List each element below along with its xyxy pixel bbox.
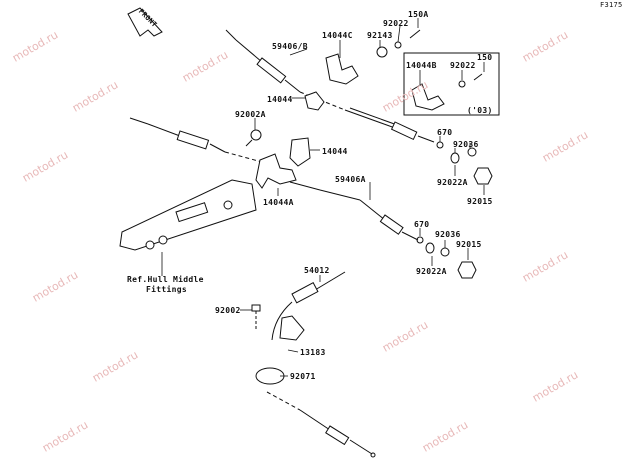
label-92015-upper: 92015	[467, 197, 493, 206]
label-92002a: 92002A	[235, 110, 266, 119]
hardware-upper-right	[436, 141, 493, 185]
ref-hull-label: Ref.Hull Middle	[127, 275, 204, 284]
label-92036-upper: 92036	[453, 140, 479, 149]
label-59406b: 59406/B	[272, 42, 308, 51]
label-92036-lower: 92036	[435, 230, 461, 239]
label-variant-03: ('03)	[467, 106, 493, 115]
label-59406a: 59406A	[335, 175, 366, 184]
label-14044b: 14044B	[406, 61, 437, 70]
label-92002: 92002	[215, 306, 241, 315]
label-92022a-lower: 92022A	[416, 267, 447, 276]
label-14044c: 14044C	[322, 31, 353, 40]
label-14044-lower: 14044	[322, 147, 348, 156]
label-14044a: 14044A	[263, 198, 294, 207]
cable-left	[129, 117, 263, 163]
label-92022-box: 92022	[450, 61, 476, 70]
figure-code: F3175	[600, 1, 623, 9]
bracket-14044b	[411, 73, 483, 111]
label-14044-upper: 14044	[267, 95, 293, 104]
cable-59406a	[289, 181, 419, 241]
front-arrow-icon	[127, 7, 163, 37]
cable-59406b	[225, 29, 435, 143]
hardware-lower-right	[416, 236, 477, 279]
label-670-lower: 670	[414, 220, 430, 229]
cable-54012	[255, 271, 376, 458]
bolt-92002a	[245, 129, 262, 147]
clamp-14044-upper	[304, 91, 325, 111]
hull-plate	[119, 179, 257, 251]
variant-box-03	[403, 52, 500, 116]
label-92022: 92022	[383, 19, 409, 28]
label-150a: 150A	[408, 10, 429, 19]
bracket-14044a	[255, 153, 297, 189]
label-92143: 92143	[367, 31, 393, 40]
label-92022a-upper: 92022A	[437, 178, 468, 187]
label-13183: 13183	[300, 348, 326, 357]
clamp-14044-lower	[289, 137, 311, 167]
ref-fittings-label: Fittings	[146, 285, 187, 294]
bolt-92002	[251, 304, 261, 330]
label-670-upper: 670	[437, 128, 453, 137]
label-92015-lower: 92015	[456, 240, 482, 249]
label-54012: 54012	[304, 266, 330, 275]
label-92071: 92071	[290, 372, 316, 381]
bracket-14044c	[325, 29, 421, 85]
label-150: 150	[477, 53, 493, 62]
